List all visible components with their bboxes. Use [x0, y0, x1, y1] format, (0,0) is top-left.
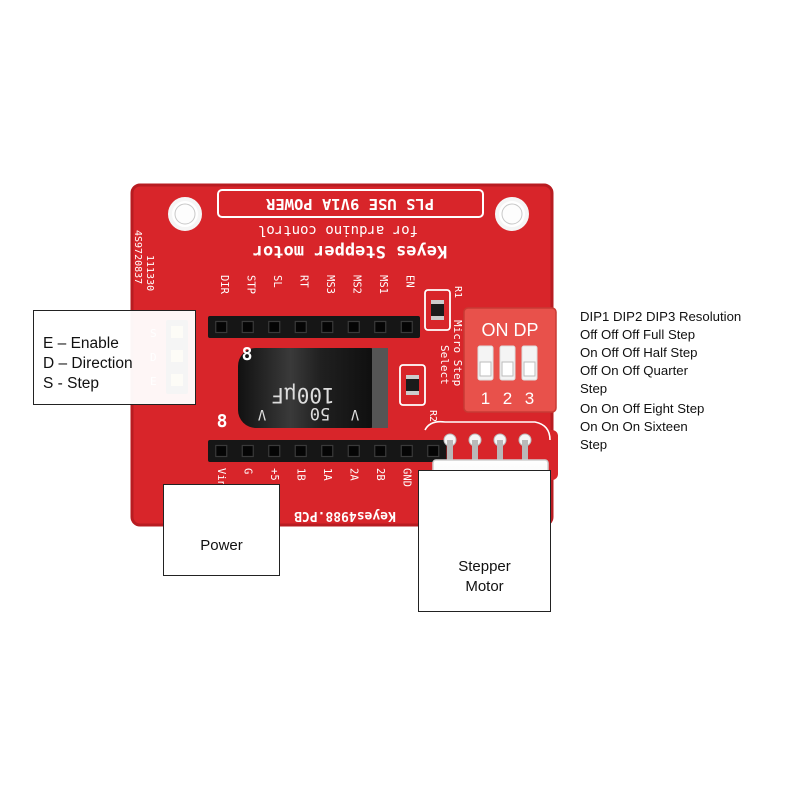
mounting-hole-right	[495, 197, 529, 231]
connector-pin	[447, 440, 453, 462]
callout-enable: E – Enable	[43, 335, 119, 352]
dip-toggle	[501, 361, 514, 377]
top-header-body	[208, 316, 420, 338]
dip-number: 2	[503, 389, 512, 408]
resistor-r2	[399, 364, 426, 406]
dip-table-row-eighth: On On Off Eight Step	[580, 401, 705, 416]
mounting-hole-left	[168, 197, 202, 231]
callout-direction: D – Direction	[43, 355, 133, 372]
top-header-socket	[241, 320, 254, 334]
power-callout-text: Power	[200, 537, 243, 554]
capacitor-voltage: 50	[310, 403, 330, 423]
bottom-header-label: +5	[268, 468, 280, 481]
top-header-socket	[268, 320, 281, 334]
top-header-label: EN	[404, 275, 416, 288]
top-header-socket	[294, 320, 307, 334]
bottom-header-label: Vin	[215, 468, 227, 487]
dip-table-row-full: Off Off Off Full Step	[580, 327, 696, 342]
top-header-socket	[321, 320, 334, 334]
connector-pin	[472, 440, 478, 462]
select-label: Select	[438, 345, 451, 385]
dip-table-row-quarter: Off On Off Quarter	[580, 363, 688, 378]
dip-table-row-sixteenth: On On On Sixteen	[580, 419, 688, 434]
bottom-header-label: 1B	[295, 468, 307, 481]
bottom-header-socket	[374, 444, 387, 458]
power-banner-frame	[217, 189, 484, 218]
bottom-header-socket	[347, 444, 360, 458]
top-header-socket	[215, 320, 228, 334]
serial-b: 4S9720837	[132, 230, 143, 284]
stepper-callout-line2: Motor	[465, 578, 504, 595]
connector-pin	[497, 440, 503, 462]
control-text: for arduino control	[258, 222, 418, 238]
top-header-label: MS2	[351, 275, 363, 294]
serial-a: 111330	[144, 255, 155, 291]
bottom-pin-header	[208, 440, 447, 462]
dip-toggle	[523, 361, 536, 377]
power-banner-text: PLS USE 9V1A POWER	[265, 195, 434, 213]
callout-step: S - Step	[43, 375, 99, 392]
bottom-header-socket	[321, 444, 334, 458]
top-header-socket	[347, 320, 360, 334]
connector-pin	[522, 440, 528, 462]
bottom-header-socket	[241, 444, 254, 458]
stepper-callout-line1: Stepper	[458, 558, 511, 575]
bottom-header-socket	[400, 444, 413, 458]
top-header-socket	[400, 320, 413, 334]
resistor-r1	[424, 289, 451, 331]
dip-table-row-half: On Off Off Half Step	[580, 345, 698, 360]
bottom-header-socket	[427, 444, 440, 458]
header-polarity-mark: 8	[217, 411, 228, 432]
dip-switch-label: ON DP	[481, 320, 538, 340]
dip-number: 3	[525, 389, 534, 408]
top-header-labels: DIR STP SL RT MS3 MS2 MS1 EN	[218, 275, 416, 295]
r2-label: R2	[427, 410, 438, 422]
dip-toggle	[479, 361, 492, 377]
top-header-label: STP	[245, 275, 257, 294]
dip-number: 1	[481, 389, 490, 408]
top-header-label: RT	[298, 275, 310, 288]
bottom-header-label: 2B	[374, 468, 386, 481]
capacitor-value: 100μF	[271, 383, 334, 407]
bottom-header-socket	[294, 444, 307, 458]
top-header-label: SL	[271, 275, 283, 288]
top-header-label: DIR	[218, 275, 230, 295]
bottom-header-label: G	[242, 468, 254, 474]
electrolytic-capacitor: 100μF 50 V V	[238, 348, 388, 428]
enable-direction-step-callout: E – Enable D – Direction S - Step	[33, 310, 196, 405]
top-pin-header	[208, 316, 420, 338]
dip-table-row-sixteenth-cont: Step	[580, 437, 608, 452]
dip-table-header: DIP1 DIP2 DIP3 Resolution	[580, 309, 742, 324]
bottom-header-label: 2A	[348, 468, 360, 481]
top-header-socket	[374, 320, 387, 334]
power-callout: Power	[163, 484, 280, 576]
bottom-header-socket	[268, 444, 281, 458]
micro-step-label: Micro Step	[451, 320, 464, 386]
bottom-header-label: 1A	[321, 468, 333, 481]
r1-label: R1	[452, 286, 463, 298]
top-header-label: MS1	[377, 275, 389, 294]
capacitor-unit-b: V	[350, 406, 359, 422]
dip-table-row-quarter-cont: Step	[580, 381, 608, 396]
top-header-label: MS3	[324, 275, 336, 294]
stepper-motor-callout: Stepper Motor	[418, 470, 551, 612]
bottom-header-label: GND	[401, 468, 413, 487]
capacitor-polarity-mark: 8	[242, 344, 253, 365]
board-title: Keyes Stepper motor	[253, 241, 447, 261]
capacitor-unit-a: V	[257, 406, 266, 422]
bottom-header-socket	[215, 444, 228, 458]
pcb-name-label: Keyes4988.PCB	[294, 508, 396, 523]
